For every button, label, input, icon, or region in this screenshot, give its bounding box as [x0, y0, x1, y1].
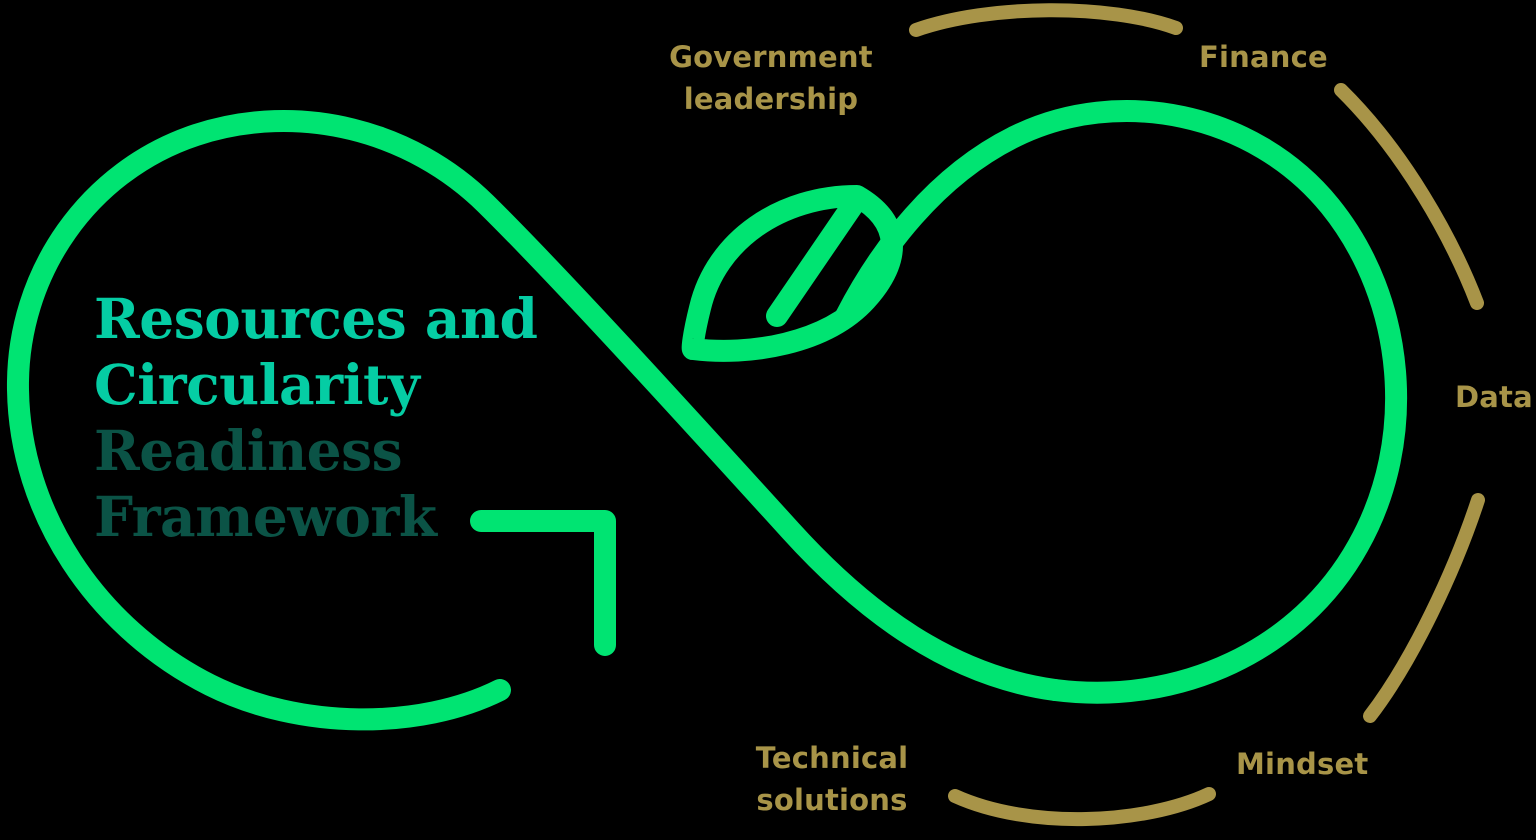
pillar-label-government-leadership: Government leadership — [669, 40, 873, 116]
gold-arc-right-upper — [1334, 83, 1484, 310]
pillar-label-mindset: Mindset — [1236, 747, 1369, 781]
pillar-label-finance: Finance — [1199, 40, 1328, 74]
arrow-up-right-icon — [470, 510, 616, 656]
pillar-label-technical-solutions: Technical solutions — [755, 741, 909, 817]
infinity-right-lobe — [835, 100, 1407, 704]
title-line-4: Framework — [94, 484, 437, 549]
title-line-1: Resources and — [94, 286, 538, 351]
leaf-icon-outline — [681, 185, 903, 362]
gold-arc-bottom — [948, 787, 1216, 827]
infinity-left-lobe — [6, 110, 1066, 731]
gold-arc-top — [909, 3, 1183, 37]
gold-arc-right-lower — [1363, 493, 1485, 723]
pillar-label-data: Data — [1455, 380, 1533, 414]
title-line-3: Readiness — [94, 418, 403, 483]
framework-title: Resources and Circularity Readiness Fram… — [94, 286, 564, 550]
title-line-2: Circularity — [94, 352, 420, 417]
leaf-icon-vein — [766, 191, 866, 327]
